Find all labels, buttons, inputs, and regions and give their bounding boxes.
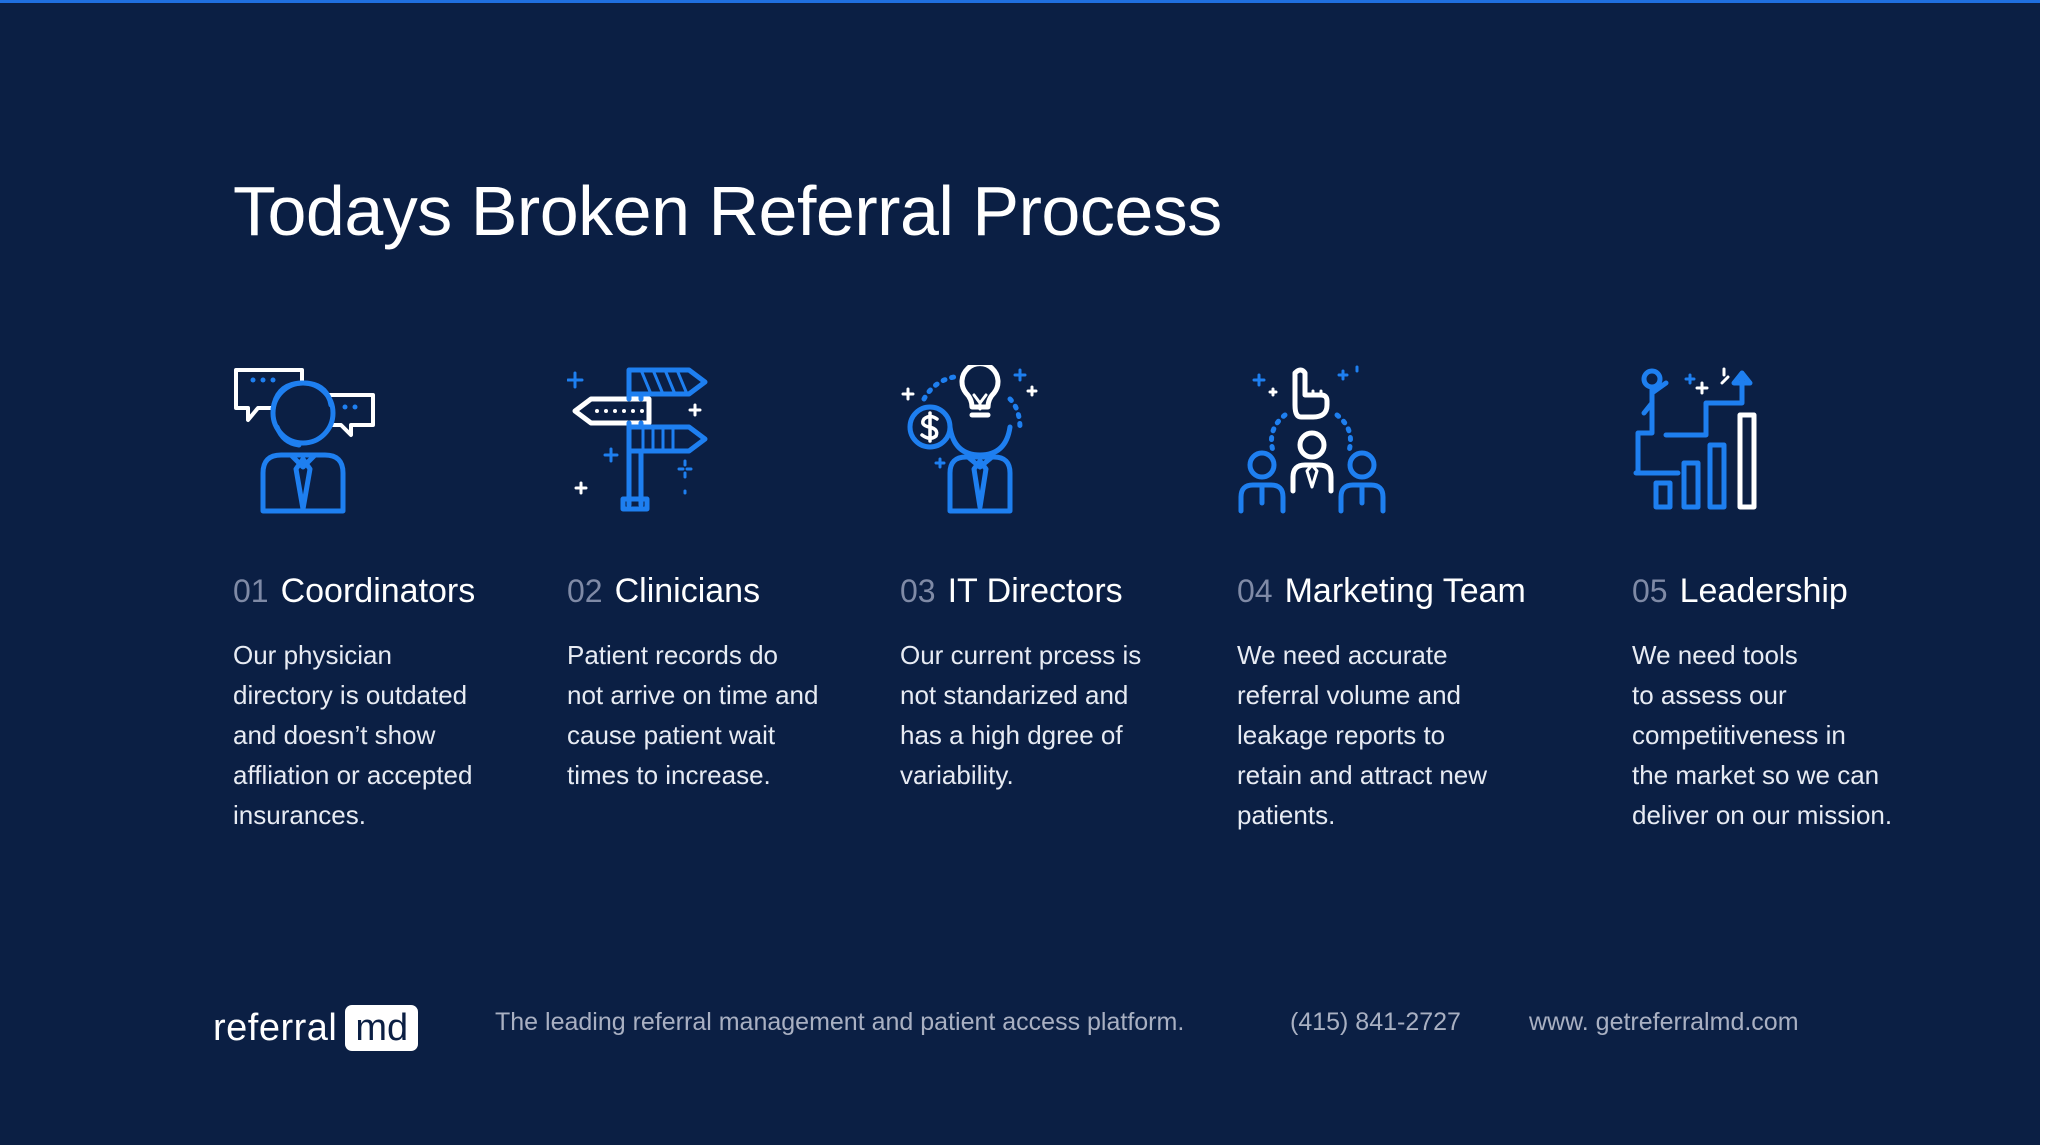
support-agent-icon — [233, 365, 383, 515]
column-coordinators: 01 Coordinators Our physician directory i… — [233, 365, 533, 835]
description-line: referral volume and — [1237, 680, 1461, 710]
description-line: not arrive on time and — [567, 680, 819, 710]
description-line: variability. — [900, 760, 1014, 790]
column-description: Our current prcess is not standarized an… — [900, 635, 1200, 795]
team-target-icon — [1237, 365, 1387, 515]
column-description: We need accurate referral volume and lea… — [1237, 635, 1537, 835]
description-line: times to increase. — [567, 760, 771, 790]
growth-chart-icon — [1632, 365, 1782, 515]
description-line: cause patient wait — [567, 720, 776, 750]
description-line: retain and attract new — [1237, 760, 1488, 790]
column-description: We need tools to assess our competitiven… — [1632, 635, 1932, 835]
description-line: insurances. — [233, 800, 366, 830]
footer-phone: (415) 841-2727 — [1290, 1008, 1461, 1036]
column-number: 01 — [233, 573, 269, 609]
description-line: directory is outdated — [233, 680, 468, 710]
column-heading: IT Directors — [947, 572, 1123, 610]
column-description: Our physician directory is outdated and … — [233, 635, 533, 835]
column-heading: Coordinators — [280, 572, 476, 610]
referralmd-logo: referral md — [213, 1003, 419, 1053]
description-line: Our physician — [233, 640, 392, 670]
column-heading: Leadership — [1679, 572, 1848, 610]
column-number: 02 — [567, 573, 603, 609]
column-heading: Clinicians — [614, 572, 761, 610]
signpost-icon — [567, 365, 717, 515]
description-line: to assess our — [1632, 680, 1787, 710]
description-line: We need tools — [1632, 640, 1798, 670]
footer-tagline: The leading referral management and pati… — [495, 1008, 1185, 1036]
description-line: and doesn’t show — [233, 720, 436, 750]
footer-website: www. getreferralmd.com — [1529, 1008, 1799, 1036]
idea-cost-icon — [900, 365, 1050, 515]
page-title: Todays Broken Referral Process — [233, 172, 1222, 250]
description-line: patients. — [1237, 800, 1336, 830]
logo-word: referral — [213, 1006, 338, 1049]
column-marketing-team: 04 Marketing Team We need accurate referr… — [1237, 365, 1537, 835]
description-line: has a high dgree of — [900, 720, 1123, 750]
column-leadership: 05 Leadership We need tools to assess our… — [1632, 365, 1932, 835]
logo-box: md — [345, 1005, 419, 1051]
description-line: leakage reports to — [1237, 720, 1446, 750]
description-line: not standarized and — [900, 680, 1129, 710]
column-description: Patient records do not arrive on time an… — [567, 635, 867, 795]
description-line: deliver on our mission. — [1632, 800, 1893, 830]
column-number: 05 — [1632, 573, 1668, 609]
description-line: Our current prcess is — [900, 640, 1142, 670]
column-number: 04 — [1237, 573, 1273, 609]
description-line: affliation or accepted — [233, 760, 473, 790]
description-line: Patient records do — [567, 640, 779, 670]
column-number: 03 — [900, 573, 936, 609]
column-it-directors: 03 IT Directors Our current prcess is not… — [900, 365, 1200, 795]
description-line: competitiveness in — [1632, 720, 1846, 750]
description-line: We need accurate — [1237, 640, 1448, 670]
column-heading: Marketing Team — [1284, 572, 1526, 610]
description-line: the market so we can — [1632, 760, 1880, 790]
column-clinicians: 02 Clinicians Patient records do not arri… — [567, 365, 867, 795]
